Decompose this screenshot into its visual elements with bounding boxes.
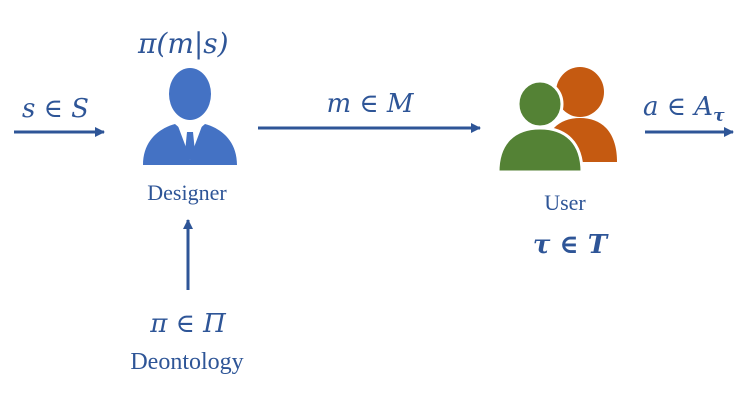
- user-type-label-text: τ ∈ T: [533, 230, 609, 260]
- action-label: a ∈ Aτ: [643, 92, 725, 126]
- designer-person-icon: [143, 68, 237, 165]
- action-label-base: a ∈ A: [643, 92, 713, 122]
- policy-label: π(m|s): [137, 27, 229, 60]
- input-label: s ∈ S: [22, 94, 89, 124]
- user-group-icon: [496, 67, 617, 174]
- action-label-sub: τ: [713, 106, 725, 126]
- user-type-label: τ ∈ T: [533, 230, 609, 260]
- deontology-label: Deontology: [130, 349, 243, 375]
- user-label: User: [544, 190, 586, 215]
- message-label: m ∈ M: [326, 89, 414, 119]
- deontology-policy-label: π ∈ Π: [149, 309, 227, 339]
- designer-label: Designer: [147, 180, 227, 205]
